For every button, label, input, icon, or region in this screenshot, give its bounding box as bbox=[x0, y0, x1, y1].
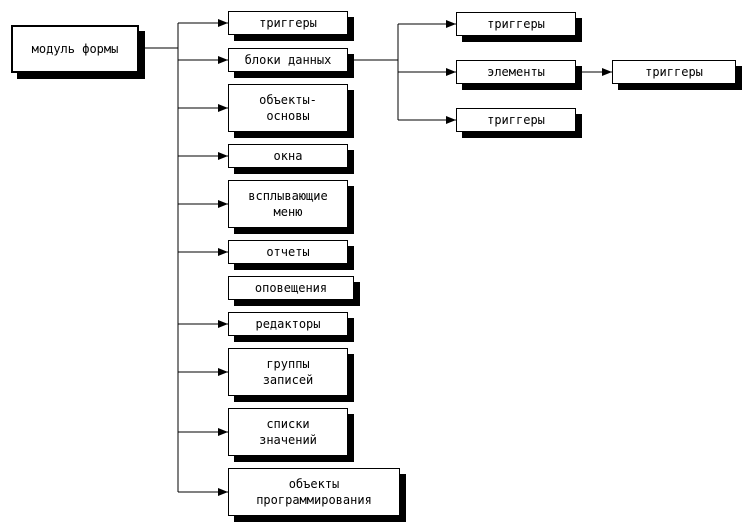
elements-box: элементы bbox=[456, 60, 576, 84]
editors-box: редакторы bbox=[228, 312, 348, 336]
data-block-triggers-2-box: триггеры bbox=[456, 108, 576, 132]
record-groups-box: группы записей bbox=[228, 348, 348, 396]
alerts-box: оповещения bbox=[228, 276, 354, 300]
popup-menus-box: всплывающие меню bbox=[228, 180, 348, 228]
data-blocks-box: блоки данных bbox=[228, 48, 348, 72]
data-block-triggers-box: триггеры bbox=[456, 12, 576, 36]
triggers-box: триггеры bbox=[228, 11, 348, 35]
program-objects-box: объекты программирования bbox=[228, 468, 400, 516]
form-module-box: модуль формы bbox=[11, 25, 139, 73]
reports-box: отчеты bbox=[228, 240, 348, 264]
element-triggers-box: триггеры bbox=[612, 60, 736, 84]
windows-box: окна bbox=[228, 144, 348, 168]
base-objects-box: объекты- основы bbox=[228, 84, 348, 132]
value-lists-box: списки значений bbox=[228, 408, 348, 456]
